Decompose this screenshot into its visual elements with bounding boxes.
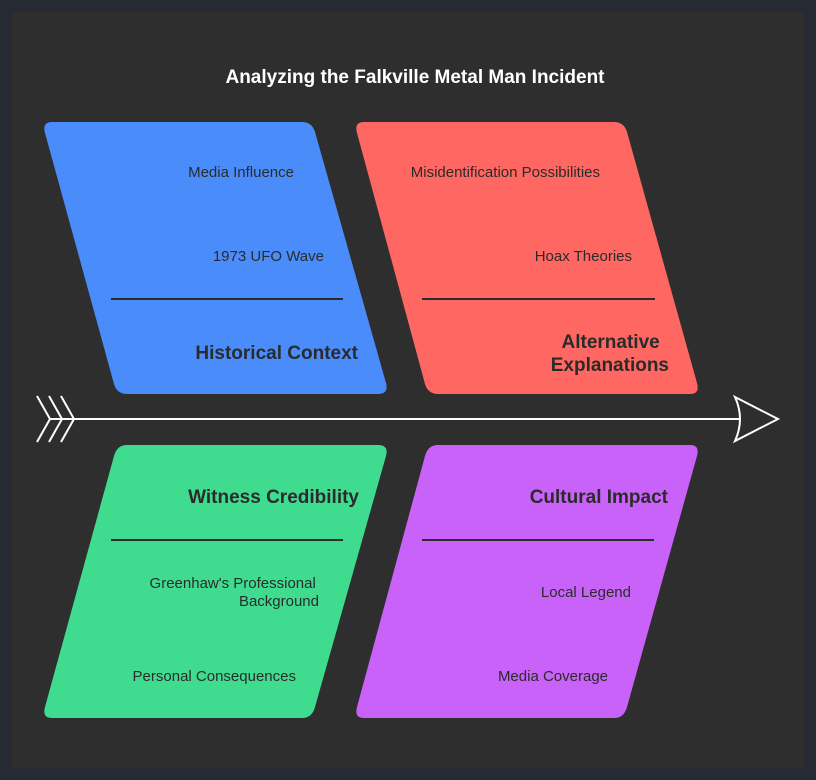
cause-personal-consequences: Personal Consequences [133, 668, 296, 685]
category-witness-shape [44, 445, 387, 718]
category-alternative-shape [356, 122, 698, 394]
cause-greenhaw-background-line-1: Greenhaw's Professional [150, 575, 316, 592]
spine-arrow [36, 394, 781, 444]
diagram-title: Analyzing the Falkville Metal Man Incide… [225, 67, 605, 88]
cause-local-legend: Local Legend [541, 584, 631, 601]
cause-media-influence: Media Influence [188, 164, 294, 181]
spine-tail-chevron-2 [48, 395, 64, 443]
cause-hoax-theories: Hoax Theories [535, 248, 632, 265]
cause-greenhaw-background: Greenhaw's Professional Background [150, 575, 320, 610]
category-historical-label: Historical Context [195, 343, 358, 364]
category-alternative-label-line-1: Alternative [562, 332, 660, 353]
spine-arrowhead [732, 394, 781, 444]
cause-media-coverage: Media Coverage [498, 668, 608, 685]
cause-greenhaw-background-line-2: Background [239, 593, 319, 610]
spine-tail-chevron-3 [60, 395, 76, 443]
category-historical-shape [44, 122, 387, 394]
cause-misidentification: Misidentification Possibilities [411, 164, 600, 181]
category-cultural-shape [356, 445, 698, 718]
category-witness-label: Witness Credibility [188, 487, 359, 508]
spine-tail-chevron-1 [36, 395, 52, 443]
category-alternative-label: Alternative Explanations [551, 332, 669, 376]
cause-1973-ufo-wave: 1973 UFO Wave [213, 248, 324, 265]
category-cultural-label: Cultural Impact [530, 487, 669, 508]
category-alternative-label-line-2: Explanations [551, 355, 669, 376]
